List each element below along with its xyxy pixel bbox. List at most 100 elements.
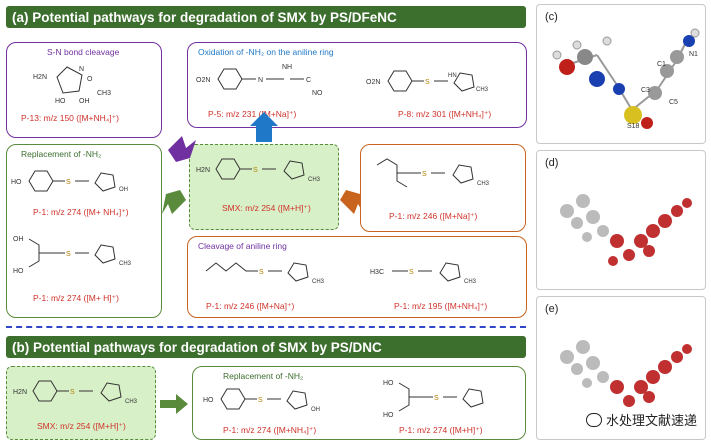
svg-text:S: S bbox=[425, 79, 430, 86]
svg-text:S: S bbox=[259, 269, 264, 276]
svg-text:HO: HO bbox=[55, 98, 66, 105]
b-arrow bbox=[160, 394, 188, 414]
svg-text:S: S bbox=[258, 397, 263, 404]
panel-d-label: (d) bbox=[545, 157, 559, 169]
section-a-title: (a) Potential pathways for degradation o… bbox=[6, 6, 526, 28]
svg-text:HN: HN bbox=[448, 73, 457, 79]
p8-label: P-8: m/z 301 ([M+NH₄]⁺) bbox=[398, 109, 492, 119]
p13-structure: H2N N O HO OH CH3 bbox=[33, 66, 111, 105]
svg-text:CH3: CH3 bbox=[119, 261, 132, 267]
svg-text:CH3: CH3 bbox=[464, 279, 477, 285]
svg-text:CH3: CH3 bbox=[477, 181, 490, 187]
svg-text:O2N: O2N bbox=[196, 77, 210, 84]
p1a-structure: HO S OH bbox=[11, 170, 128, 193]
p1a-label: P-1: m/z 274 ([M+ NH₄]⁺) bbox=[33, 207, 129, 217]
svg-text:OH: OH bbox=[13, 236, 24, 243]
panel-e: (e) bbox=[536, 296, 706, 440]
svg-text:S: S bbox=[434, 395, 439, 402]
watermark: 水处理文献速递 bbox=[586, 410, 697, 429]
orange-top-box: S CH3 P-1: m/z 246 ([M+Na]⁺) bbox=[360, 144, 526, 232]
p1e-label: P-1: m/z 195 ([M+NH₄]⁺) bbox=[394, 301, 488, 311]
svg-text:H2N: H2N bbox=[13, 389, 27, 396]
b-p1a-label: P-1: m/z 274 ([M+NH₄]⁺) bbox=[223, 425, 317, 435]
replacement-label: Replacement of -NH₂ bbox=[21, 149, 102, 159]
panel-c: (c) C1 N1 C3 C5 S18 bbox=[536, 4, 706, 144]
smx-structure: H2N S CH3 bbox=[196, 158, 321, 183]
p1b-label: P-1: m/z 274 ([M+ H]⁺) bbox=[33, 293, 119, 303]
p1c-structure: S CH3 bbox=[376, 158, 490, 188]
b-smx-structure: H2N S CH3 bbox=[13, 380, 138, 405]
section-b-title: (b) Potential pathways for degradation o… bbox=[6, 336, 526, 358]
oxidation-label: Oxidation of -NH₂ on the aniline ring bbox=[198, 47, 334, 57]
oxidation-box: Oxidation of -NH₂ on the aniline ring O2… bbox=[187, 42, 527, 128]
svg-text:H2N: H2N bbox=[33, 74, 47, 81]
arrow-orange bbox=[340, 190, 364, 214]
svg-text:HO: HO bbox=[383, 380, 394, 387]
sn-cleavage-label: S-N bond cleavage bbox=[47, 47, 120, 57]
svg-text:N: N bbox=[79, 66, 84, 73]
panel-e-label: (e) bbox=[545, 303, 559, 315]
arrow-purple bbox=[168, 136, 196, 162]
svg-text:OH: OH bbox=[79, 98, 90, 105]
svg-text:C: C bbox=[306, 77, 311, 84]
svg-text:O2N: O2N bbox=[366, 79, 380, 86]
p1d-label: P-1: m/z 246 ([M+Na]⁺) bbox=[206, 301, 295, 311]
svg-text:NH: NH bbox=[282, 64, 292, 71]
p5-label: P-5: m/z 231 ([M+Na]⁺) bbox=[208, 109, 297, 119]
svg-text:S: S bbox=[409, 269, 414, 276]
svg-text:S: S bbox=[66, 179, 71, 186]
svg-text:CH3: CH3 bbox=[476, 87, 489, 93]
panel-d: (d) bbox=[536, 150, 706, 290]
svg-text:S: S bbox=[66, 251, 71, 258]
atom-label-c3: C3 bbox=[641, 87, 650, 94]
svg-text:CH3: CH3 bbox=[312, 279, 325, 285]
svg-text:NO: NO bbox=[312, 90, 323, 97]
p5-structure: O2N N NH C NO bbox=[196, 64, 323, 97]
sn-cleavage-box: S-N bond cleavage H2N N O HO OH CH3 P-13… bbox=[6, 42, 162, 138]
svg-text:HO: HO bbox=[383, 412, 394, 419]
panel-c-label: (c) bbox=[545, 11, 558, 23]
svg-text:O: O bbox=[87, 76, 93, 83]
pathway-arrows bbox=[162, 112, 364, 214]
atom-label-c1: C1 bbox=[657, 61, 666, 68]
p1d-structure: S CH3 bbox=[205, 262, 325, 285]
p1c-label: P-1: m/z 246 ([M+Na]⁺) bbox=[389, 211, 478, 221]
svg-text:CH3: CH3 bbox=[308, 177, 321, 183]
arrow-green bbox=[162, 190, 186, 214]
b-smx-box: H2N S CH3 SMX: m/z 254 ([M+H]⁺) bbox=[6, 366, 156, 440]
molecule-e bbox=[560, 340, 692, 407]
svg-text:H3C: H3C bbox=[370, 269, 384, 276]
p13-label: P-13: m/z 150 ([M+NH₄]⁺) bbox=[21, 113, 119, 123]
svg-text:HO: HO bbox=[13, 268, 24, 275]
p1b-structure: OH HO S CH3 bbox=[13, 236, 132, 275]
svg-text:HO: HO bbox=[11, 179, 22, 186]
svg-text:S: S bbox=[70, 389, 75, 396]
replacement-box: Replacement of -NH₂ HO S OH P-1: m/z 274… bbox=[6, 144, 162, 318]
svg-text:CH3: CH3 bbox=[125, 399, 138, 405]
watermark-text: 水处理文献速递 bbox=[606, 413, 698, 428]
b-smx-label: SMX: m/z 254 ([M+H]⁺) bbox=[37, 421, 126, 431]
b-replacement-box: Replacement of -NH₂ HO S OH P-1: m/z 274… bbox=[192, 366, 526, 440]
orange-bottom-box: Cleavage of aniline ring S CH3 P-1: m/z … bbox=[187, 236, 527, 318]
b-replacement-label: Replacement of -NH₂ bbox=[223, 371, 304, 381]
b-p1a-structure: HO S OH bbox=[203, 388, 320, 413]
atom-label-n1: N1 bbox=[689, 51, 698, 58]
svg-text:CH3: CH3 bbox=[97, 90, 111, 97]
svg-text:S: S bbox=[253, 167, 258, 174]
section-divider bbox=[6, 326, 526, 328]
svg-text:HO: HO bbox=[203, 397, 214, 404]
arrow-blue bbox=[250, 112, 278, 142]
atom-label-s18: S18 bbox=[627, 123, 640, 130]
svg-text:S: S bbox=[422, 171, 427, 178]
smx-label: SMX: m/z 254 ([M+H]⁺) bbox=[222, 203, 311, 213]
svg-text:OH: OH bbox=[119, 187, 128, 193]
b-p1b-structure: HO HO S bbox=[383, 380, 484, 419]
svg-text:N: N bbox=[258, 77, 263, 84]
svg-text:H2N: H2N bbox=[196, 167, 210, 174]
cleavage-ring-label: Cleavage of aniline ring bbox=[198, 241, 287, 251]
molecule-c bbox=[552, 28, 700, 129]
p1e-structure: H3C S CH3 bbox=[370, 262, 477, 285]
svg-text:OH: OH bbox=[311, 407, 320, 413]
atom-label-c5: C5 bbox=[669, 99, 678, 106]
wechat-icon bbox=[586, 412, 602, 427]
